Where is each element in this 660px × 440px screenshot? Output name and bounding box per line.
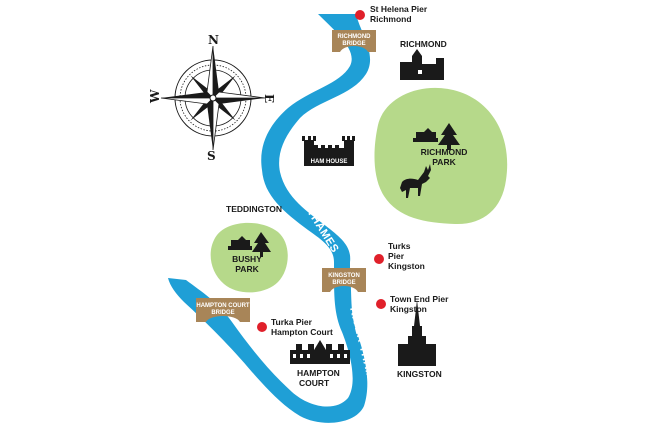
richmond-bridge: RICHMOND BRIDGE	[332, 30, 376, 52]
town-end-pier-line2: Kingston	[390, 304, 427, 314]
turks-pier-hampton-line1: Turka Pier	[271, 317, 313, 327]
compass-rose-icon	[160, 45, 266, 151]
richmond-town-icon	[400, 49, 444, 80]
bushy-park-label-line2: PARK	[235, 264, 259, 274]
turks-pier-kingston-line1: Turks	[388, 241, 411, 251]
st-helena-pier-line1: St Helena Pier	[370, 4, 428, 14]
compass-south: S	[207, 149, 216, 163]
hampton-court-label-line2: COURT	[299, 378, 330, 388]
turks-pier-kingston-line3: Kingston	[388, 261, 425, 271]
richmond-park-sign-icon	[413, 128, 438, 142]
richmond-park-label-line1: RICHMOND	[421, 147, 468, 157]
hampton-court-palace-icon	[290, 340, 350, 364]
richmond-bridge-line1: RICHMOND	[338, 34, 372, 40]
town-end-pier-line1: Town End Pier	[390, 294, 449, 304]
bushy-park-label-line1: BUSHY	[232, 254, 262, 264]
richmond-bridge-line2: BRIDGE	[342, 41, 365, 47]
ham-house-icon	[302, 136, 355, 166]
turks-pier-hampton-marker[interactable]	[257, 322, 267, 332]
bushy-park-area	[210, 222, 288, 293]
kingston-bridge: KINGSTON BRIDGE	[322, 268, 366, 292]
turks-pier-kingston-marker[interactable]	[374, 254, 384, 264]
kingston-bridge-line1: KINGSTON	[328, 273, 360, 279]
richmond-park-tree-icon	[438, 123, 460, 150]
kingston-bridge-line2: BRIDGE	[332, 280, 355, 286]
ham-house-label: HAM HOUSE	[311, 159, 348, 165]
richmond-label: RICHMOND	[400, 39, 447, 49]
teddington-label: TEDDINGTON	[226, 204, 282, 214]
compass-east: E	[262, 94, 276, 103]
st-helena-pier-line2: Richmond	[370, 14, 412, 24]
bushy-park-tree-icon	[252, 232, 271, 257]
town-end-pier-marker[interactable]	[376, 299, 386, 309]
st-helena-pier-marker[interactable]	[355, 10, 365, 20]
hampton-court-label-line1: HAMPTON	[297, 368, 340, 378]
compass-west: W	[148, 89, 162, 104]
hampton-court-bridge-line2: BRIDGE	[211, 310, 234, 316]
deer-icon	[400, 164, 431, 198]
kingston-church-icon	[398, 300, 436, 366]
richmond-park-label-line2: PARK	[432, 157, 456, 167]
kingston-label: KINGSTON	[397, 369, 442, 379]
bushy-park-sign-icon	[228, 236, 252, 250]
hampton-court-bridge: HAMPTON COURT BRIDGE	[196, 298, 250, 322]
turks-pier-hampton-line2: Hampton Court	[271, 327, 333, 337]
compass-north: N	[208, 33, 219, 47]
river-thames	[168, 14, 371, 423]
turks-pier-kingston-line2: Pier	[388, 251, 405, 261]
hampton-court-bridge-line1: HAMPTON COURT	[196, 303, 250, 309]
